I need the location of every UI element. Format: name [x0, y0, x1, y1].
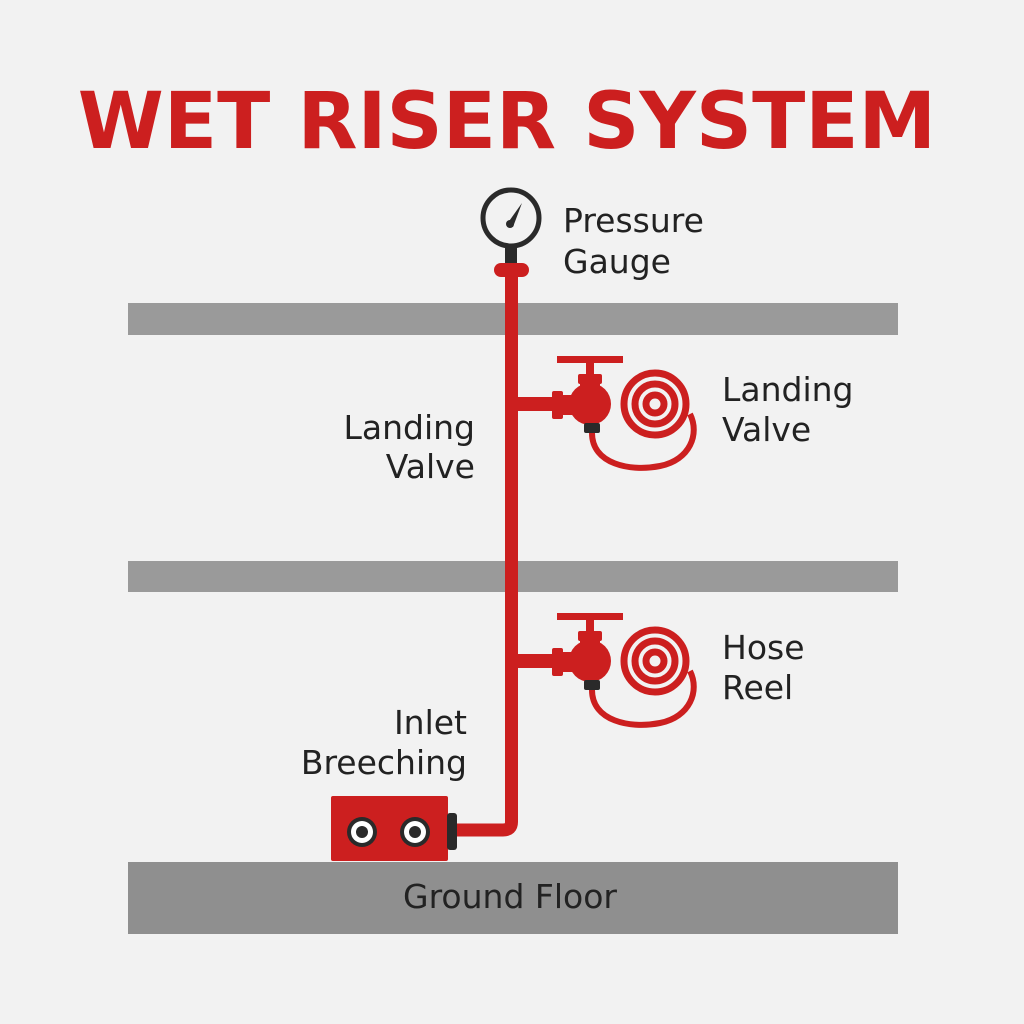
landing-valve-right-label-line2: Valve [722, 410, 811, 449]
inlet-breeching-label-line2: Breeching [301, 743, 467, 782]
pressure-gauge-label-line1: Pressure [563, 201, 704, 240]
hose-reel-label-line1: Hose [722, 628, 805, 667]
landing-valve-right-label-line1: Landing [722, 370, 854, 409]
pressure-gauge-icon [480, 187, 542, 277]
landing-valve-left-label-line2: Valve [386, 447, 475, 486]
landing-valve-left-label-line1: Landing [343, 408, 475, 447]
ground-floor-label: Ground Floor [403, 877, 617, 916]
diagram-title: WET RISER SYSTEM [78, 77, 936, 167]
inlet-breeching-label-line1: Inlet [394, 703, 467, 742]
riser-pipe [455, 272, 518, 837]
inlet-breeching-icon [331, 796, 457, 861]
pressure-gauge-label-line2: Gauge [563, 242, 671, 281]
ground-floor-slab [128, 862, 898, 934]
hose-reel-label-line2: Reel [722, 668, 793, 707]
